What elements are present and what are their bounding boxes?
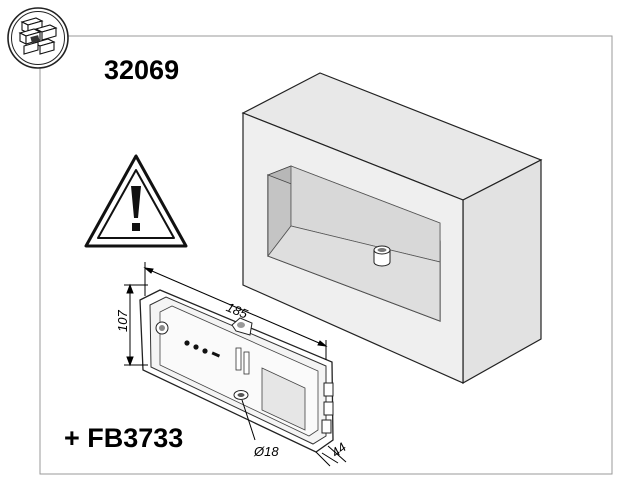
brick-wall-icon (7, 7, 69, 69)
diagram-frame (39, 35, 613, 475)
dimension-depth-label: 44 (328, 440, 349, 461)
product-code: 32069 (104, 55, 179, 85)
warning-triangle-icon (84, 154, 188, 248)
cable-conduit (373, 245, 391, 267)
dimension-hole-label: Ø18 (253, 444, 279, 459)
accessory-code: + FB3733 (64, 423, 183, 453)
dimension-height-label: 107 (115, 310, 130, 332)
mounting-box (139, 289, 334, 453)
dimension-lines (124, 262, 347, 467)
wall-box (241, 72, 543, 385)
